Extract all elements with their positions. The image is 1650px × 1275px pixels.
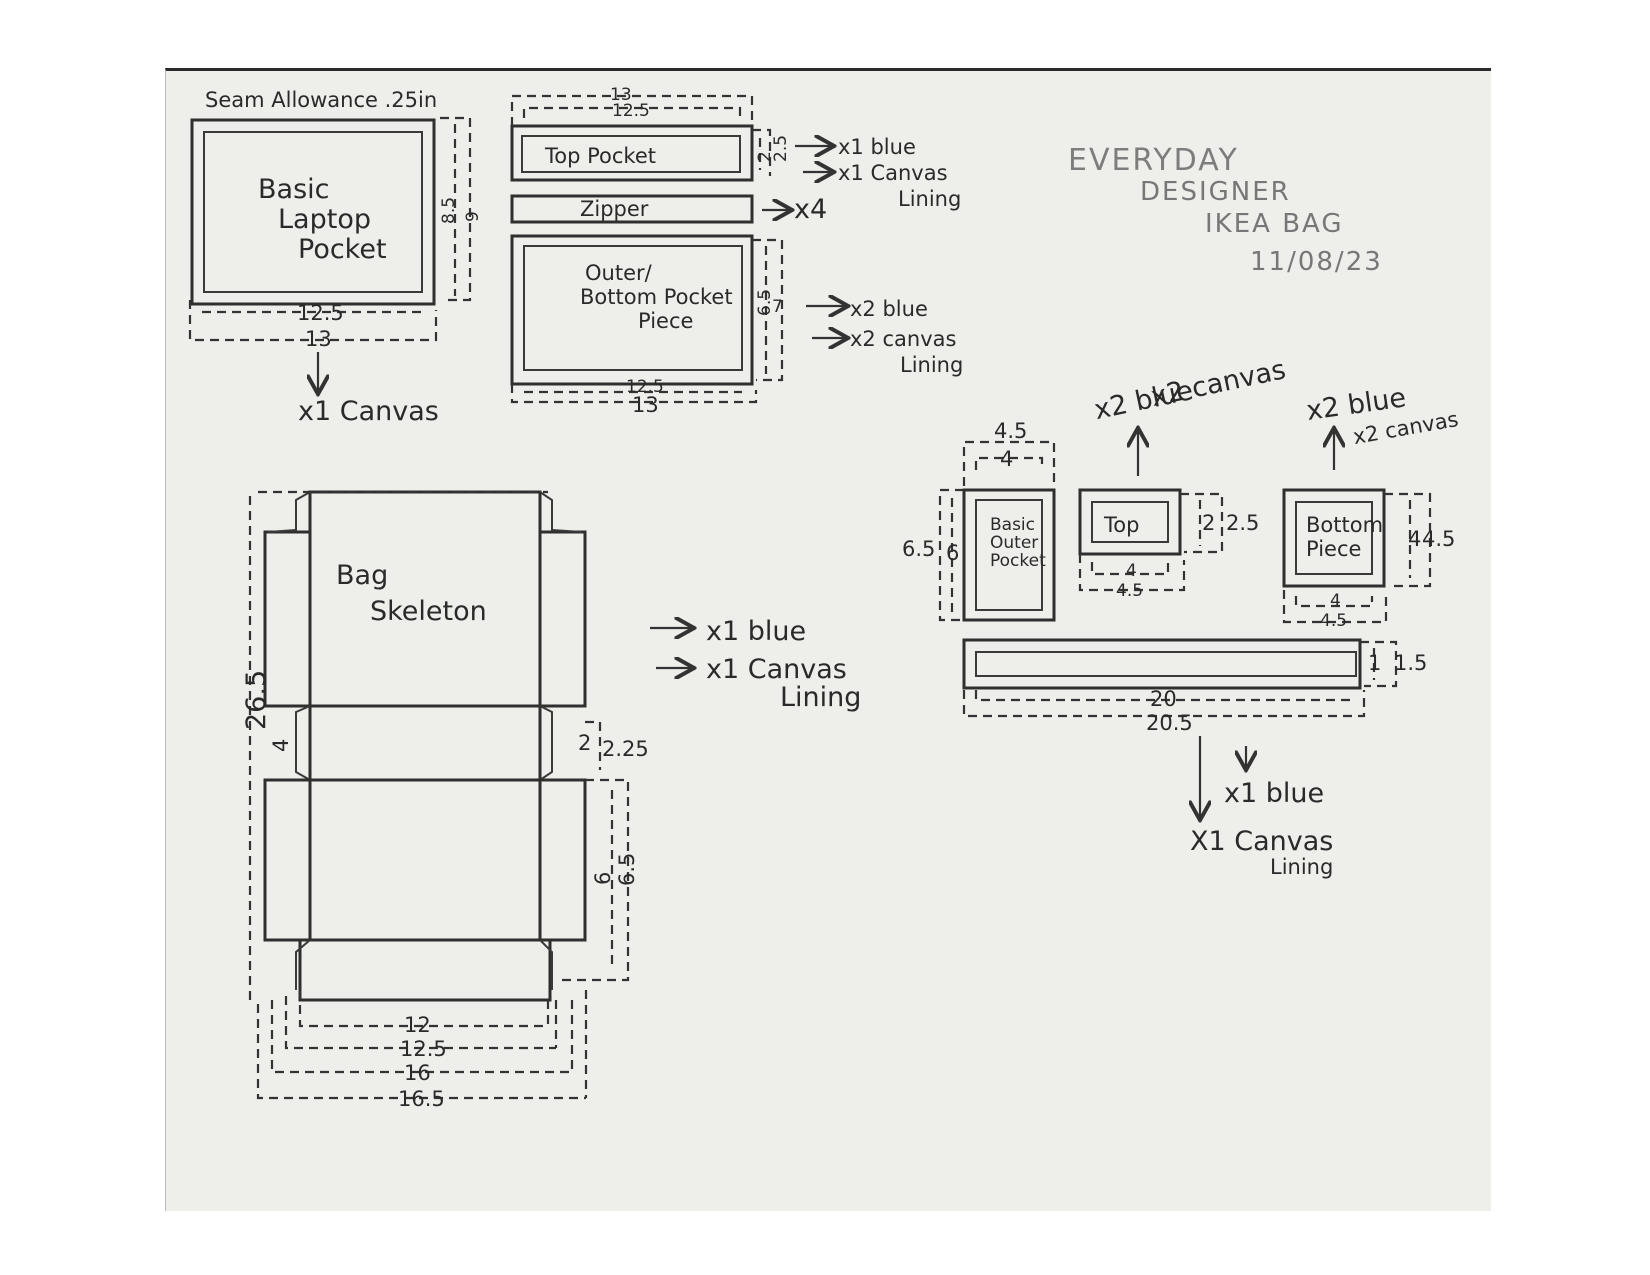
laptop-pocket-dim-inner-w: 12.5	[297, 301, 344, 325]
strap-qty-1: x1 blue	[1224, 778, 1324, 809]
top-piece-qty-2: x2 canvas	[1148, 354, 1288, 413]
outer-pocket-label-2: Bottom Pocket	[580, 285, 733, 309]
basic-outer-pocket-piece	[938, 440, 1056, 622]
top-piece-dim-inner-h: 2	[1202, 511, 1215, 535]
outer-pocket-dim-inner-h: 6.5	[755, 289, 775, 316]
laptop-pocket-label-3: Pocket	[298, 234, 387, 265]
strap-dim-outer-w: 20.5	[1146, 711, 1193, 735]
basic-outer-pocket-dim-inner-h: 6	[946, 541, 959, 565]
top-pocket-dim-inner-h: 2	[755, 151, 775, 162]
bag-skeleton-qty-3: Lining	[780, 682, 861, 713]
title-date: 11/08/23	[1250, 247, 1383, 277]
basic-outer-pocket-dim-outer-h: 6.5	[902, 537, 935, 561]
laptop-pocket-dim-outer-w: 13	[305, 327, 332, 351]
top-pocket-qty-3: Lining	[898, 187, 961, 211]
zipper-qty: x4	[794, 194, 827, 225]
bag-skeleton-dim-w-1: 12	[404, 1013, 431, 1037]
strap-qty-3: Lining	[1270, 855, 1333, 879]
top-piece-dim-outer-w: 4.5	[1116, 581, 1143, 601]
basic-outer-pocket-label-3: Pocket	[990, 551, 1046, 571]
top-pocket-label: Top Pocket	[544, 144, 656, 168]
bag-skeleton-qty-2: x1 Canvas	[706, 654, 847, 685]
bag-skeleton-dim-gusset: 4	[269, 739, 293, 752]
laptop-pocket-label-2: Laptop	[278, 204, 371, 235]
zipper-piece	[510, 194, 754, 224]
top-piece	[1078, 488, 1224, 592]
strap-qty-2: X1 Canvas	[1190, 826, 1333, 857]
top-piece-dim-inner-w: 4	[1126, 561, 1137, 581]
strap-dim-inner-w: 20	[1150, 687, 1177, 711]
basic-outer-pocket-label-1: Basic	[990, 515, 1035, 535]
outer-pocket-label-3: Piece	[638, 309, 693, 333]
bottom-piece	[1282, 488, 1432, 624]
bottom-piece-label-1: Bottom	[1306, 513, 1383, 537]
outer-pocket-qty-3: Lining	[900, 353, 963, 377]
outer-pocket-dim-outer-h: 7	[772, 297, 783, 317]
bag-skeleton-dim-w-3: 16	[404, 1061, 431, 1085]
top-pocket-dim-outer-h: 2.5	[771, 135, 791, 162]
bottom-piece-dim-outer-w: 4.5	[1320, 611, 1347, 631]
bag-skeleton-label-1: Bag	[336, 560, 388, 591]
top-pocket-piece	[510, 94, 772, 182]
outer-pocket-qty-1: x2 blue	[850, 297, 928, 321]
top-pocket-dim-outer-w: 13	[610, 85, 632, 105]
outer-pocket-dim-inner-w: 12.5	[626, 377, 664, 397]
strap-piece	[962, 638, 1398, 718]
bag-skeleton-dim-side-outer: 2.25	[602, 737, 649, 761]
top-pocket-dim-inner-w: 12.5	[612, 101, 650, 121]
zipper-label: Zipper	[580, 197, 649, 221]
top-pocket-qty-1: x1 blue	[838, 135, 916, 159]
outer-pocket-dim-outer-w: 13	[632, 393, 659, 417]
laptop-pocket-label-1: Basic	[258, 174, 329, 205]
bottom-piece-dim-inner-h: 4	[1408, 527, 1421, 551]
basic-outer-pocket-label-2: Outer	[990, 533, 1038, 553]
bottom-piece-dim-inner-w: 4	[1330, 591, 1341, 611]
bottom-piece-label-2: Piece	[1306, 537, 1361, 561]
top-piece-label: Top	[1103, 513, 1139, 537]
top-pocket-qty-2: x1 Canvas	[838, 161, 948, 185]
laptop-pocket-dim-outer-h: 9	[463, 211, 483, 222]
outer-pocket-label-1: Outer/	[585, 261, 653, 285]
bag-skeleton-dim-w-4: 16.5	[398, 1087, 445, 1111]
outer-pocket-qty-2: x2 canvas	[850, 327, 956, 351]
laptop-pocket-piece	[188, 116, 472, 342]
top-piece-dim-outer-h: 2.5	[1226, 511, 1259, 535]
strap-dim-inner-h: 1	[1368, 651, 1381, 675]
title-ikea-bag: IKEA BAG	[1205, 209, 1344, 239]
bag-skeleton-dim-height: 26.5	[241, 670, 272, 730]
outer-pocket-piece	[510, 234, 784, 404]
bag-skeleton-qty-1: x1 blue	[706, 616, 806, 647]
basic-outer-pocket-dim-outer-w: 4.5	[994, 419, 1027, 443]
bag-skeleton-dim-body-inner-h: 6	[591, 872, 615, 885]
laptop-pocket-qty: x1 Canvas	[298, 396, 439, 427]
strap-dim-outer-h: 1.5	[1394, 651, 1427, 675]
laptop-pocket-dim-inner-h: 8.5	[439, 197, 459, 224]
bag-skeleton-piece	[248, 490, 630, 1100]
basic-outer-pocket-dim-inner-w: 4	[1000, 447, 1013, 471]
bag-skeleton-dim-side-inner: 2	[578, 731, 591, 755]
bag-skeleton-dim-w-2: 12.5	[400, 1037, 447, 1061]
title-designer: DESIGNER	[1140, 177, 1291, 207]
bottom-piece-dim-outer-h: 4.5	[1422, 527, 1455, 551]
title-everyday: EVERYDAY	[1068, 143, 1239, 178]
bag-skeleton-dim-body-outer-h: 6.5	[615, 853, 639, 886]
bag-skeleton-label-2: Skeleton	[370, 596, 487, 627]
seam-allowance-note: Seam Allowance .25in	[205, 88, 437, 112]
